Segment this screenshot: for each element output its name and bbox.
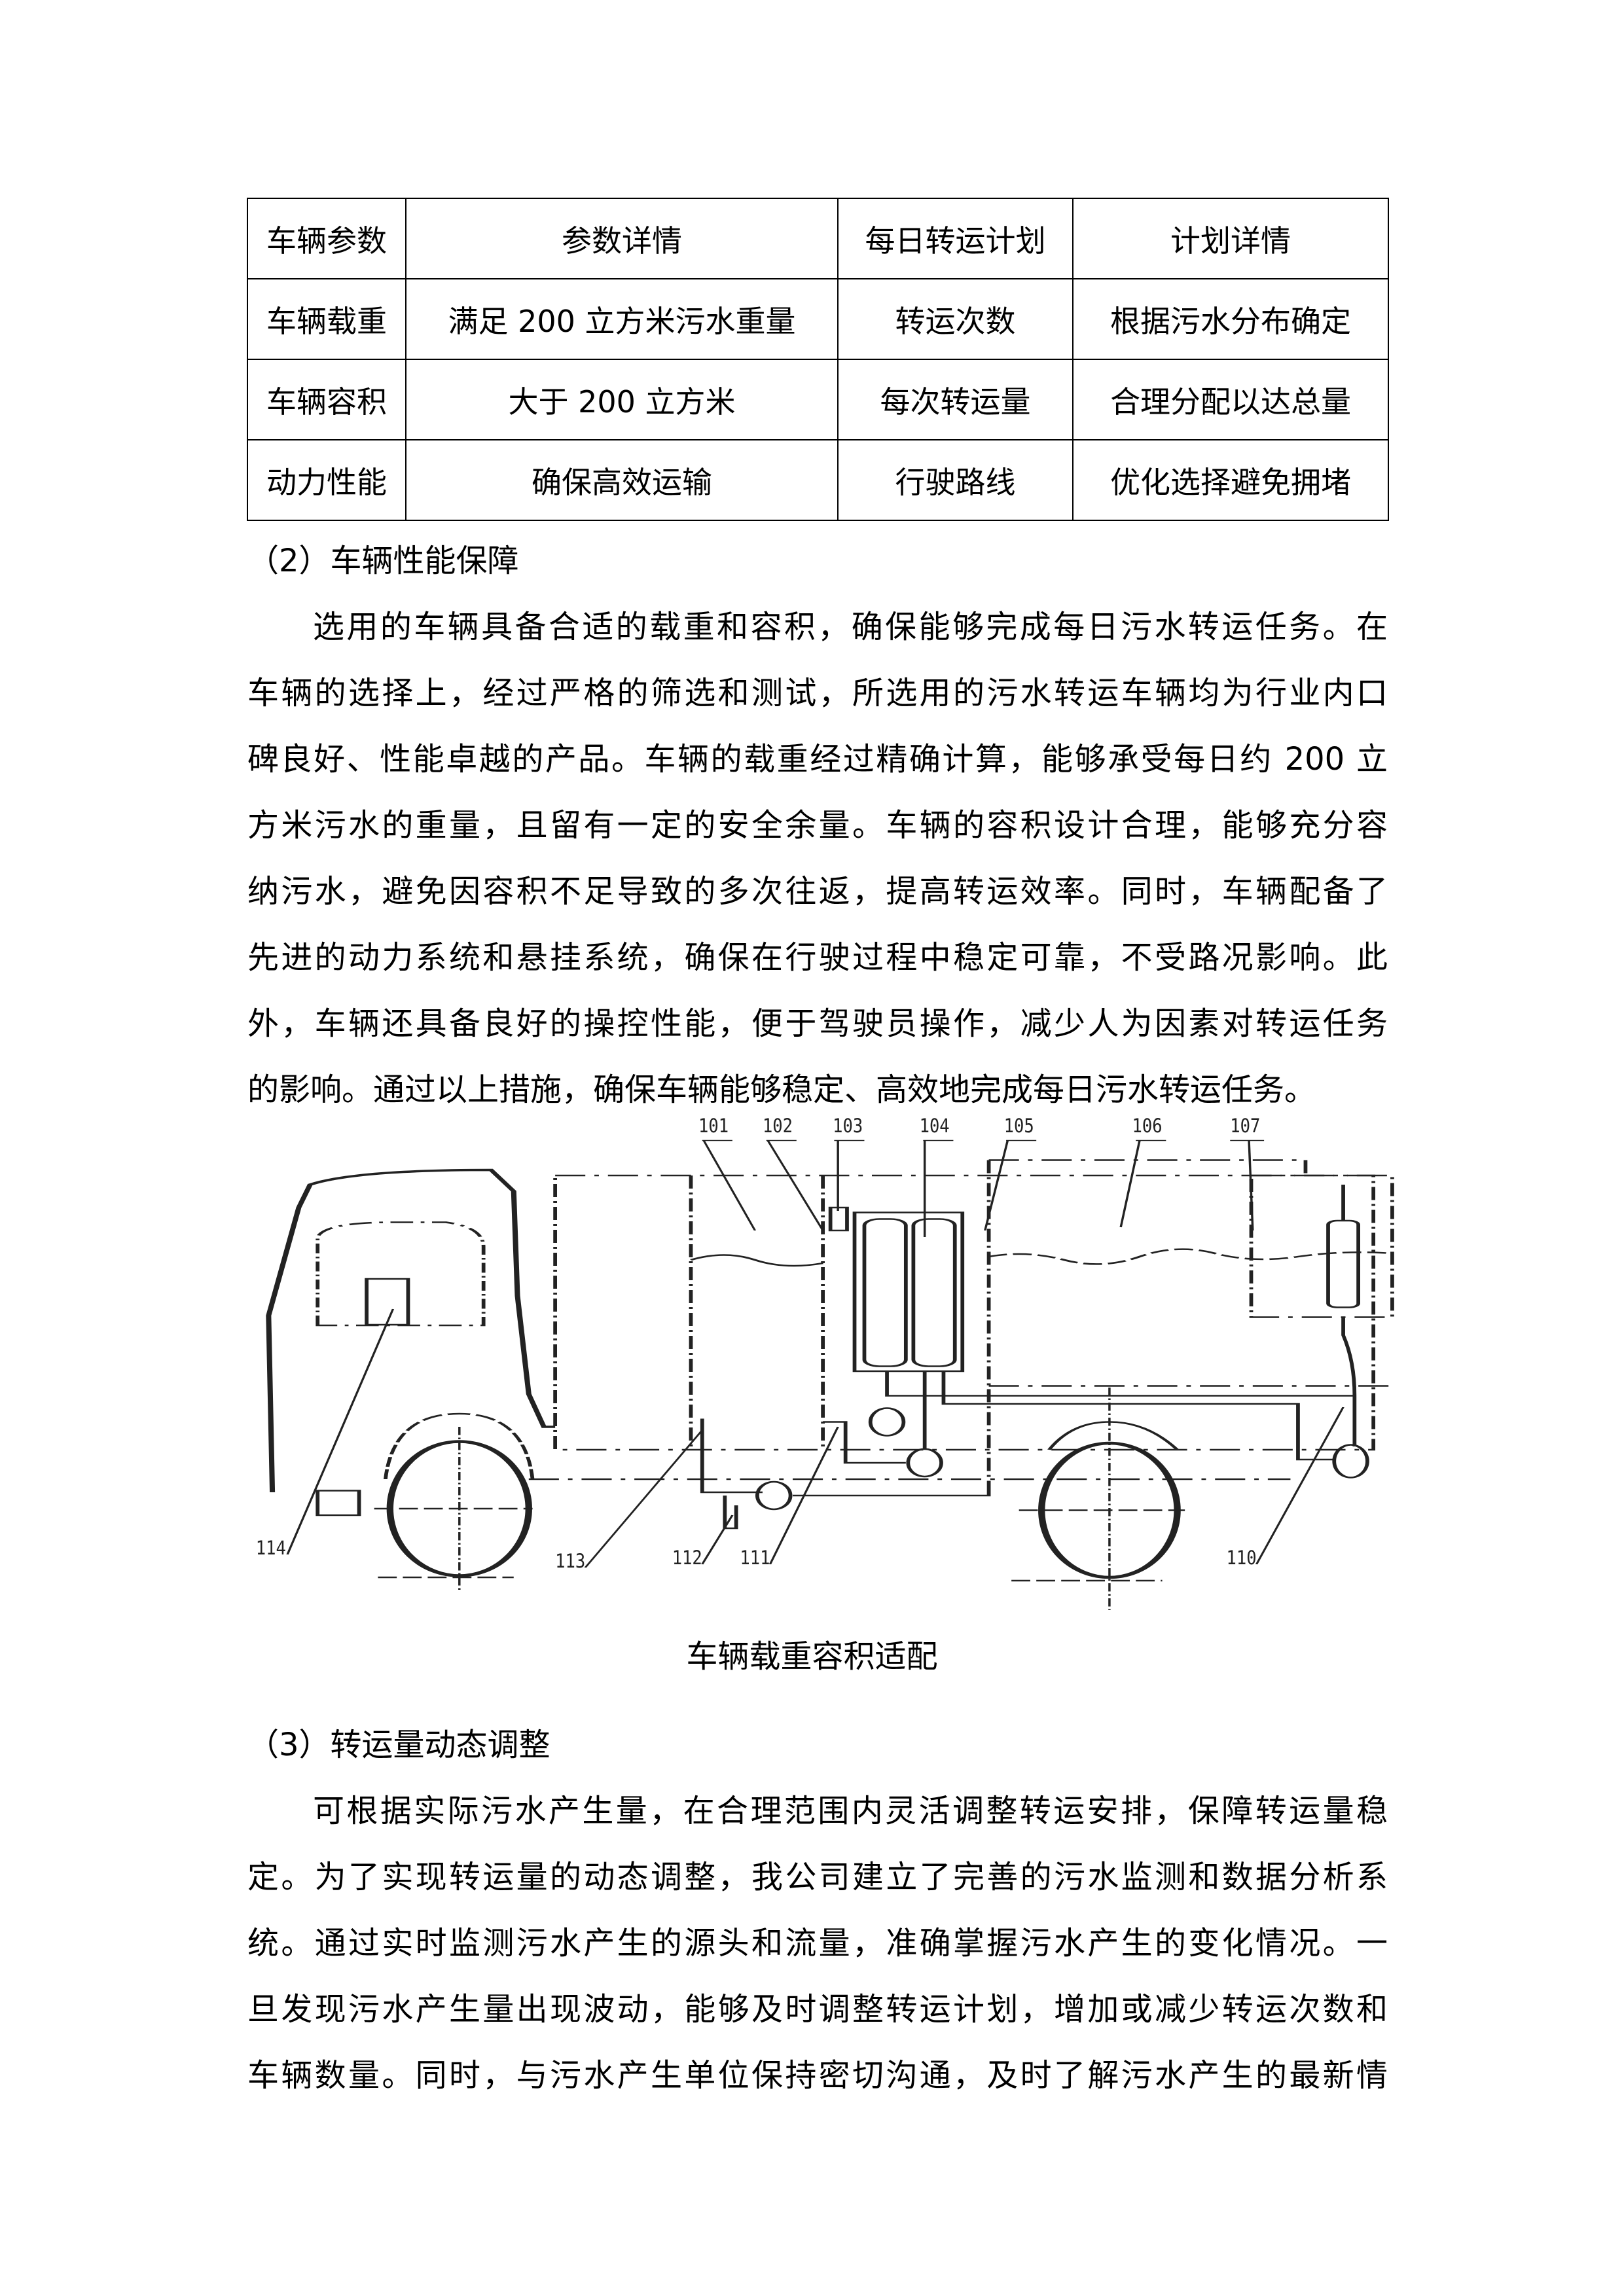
wheels: [374, 1388, 1185, 1610]
paragraph-line: 可根据实际污水产生量，在合理范围内灵活调整转运安排，保障转运量稳: [313, 1793, 1388, 1829]
leader-lines: [286, 1139, 1344, 1568]
liquid-level: [689, 1248, 1393, 1267]
part-label-104: 104: [920, 1115, 950, 1138]
table-cell: 确保高效运输: [405, 439, 839, 521]
table-cell: 动力性能: [247, 439, 406, 521]
part-label-102: 102: [763, 1115, 793, 1138]
table-header-row: 车辆参数 参数详情 每日转运计划 计划详情: [247, 198, 1389, 279]
paragraph-line: 碑良好、性能卓越的产品。车辆的载重经过精确计算，能够承受每日约 200 立: [247, 741, 1388, 778]
filter-cylinders: [828, 1185, 1360, 1372]
table-cell: 优化选择避免拥堵: [1072, 439, 1389, 521]
part-label-113: 113: [555, 1551, 585, 1573]
part-label-114: 114: [256, 1537, 286, 1560]
vehicle-parameter-table: 车辆参数 参数详情 每日转运计划 计划详情 车辆载重 满足 200 立方米污水重…: [247, 198, 1389, 521]
table-header-cell: 参数详情: [405, 198, 839, 279]
paragraph-line: 车辆数量。同时，与污水产生单位保持密切沟通，及时了解污水产生的最新情: [247, 2057, 1388, 2094]
part-label-110: 110: [1226, 1547, 1256, 1570]
table-cell: 转运次数: [837, 278, 1074, 360]
table-cell: 车辆载重: [247, 278, 406, 360]
paragraph-line: 纳污水，避免因容积不足导致的多次往返，提高转运效率。同时，车辆配备了: [247, 873, 1388, 910]
table-cell: 行驶路线: [837, 439, 1074, 521]
truck-diagram: 101 102 103 104 105 106 107 110 111 112 …: [242, 1100, 1407, 1610]
part-label-106: 106: [1132, 1115, 1162, 1138]
paragraph-line: 先进的动力系统和悬挂系统，确保在行驶过程中稳定可靠，不受路况影响。此: [247, 939, 1388, 976]
table-cell: 合理分配以达总量: [1072, 359, 1389, 440]
table-row: 动力性能 确保高效运输 行驶路线 优化选择避免拥堵: [247, 439, 1389, 521]
part-label-103: 103: [833, 1115, 863, 1138]
pumps: [755, 1407, 1369, 1511]
paragraph-line: 旦发现污水产生量出现波动，能够及时调整转运计划，增加或减少转运次数和: [247, 1991, 1388, 2028]
table-cell: 根据污水分布确定: [1072, 278, 1389, 360]
truck-cab: [266, 1168, 556, 1516]
table-row: 车辆容积 大于 200 立方米 每次转运量 合理分配以达总量: [247, 359, 1389, 440]
part-labels: 101 102 103 104 105 106 107 110 111 112 …: [256, 1115, 1261, 1573]
table-header-cell: 车辆参数: [247, 198, 406, 279]
pipes: [700, 1317, 1357, 1530]
section-3: （3）转运量动态调整 可根据实际污水产生量，在合理范围内灵活调整转运安排，保障转…: [247, 1712, 1388, 2109]
part-label-111: 111: [740, 1547, 770, 1570]
section-2: （2）车辆性能保障 选用的车辆具备合适的载重和容积，确保能够完成每日污水转运任务…: [247, 528, 1388, 1123]
part-label-107: 107: [1230, 1115, 1260, 1138]
paragraph-line: 统。通过实时监测污水产生的源头和流量，准确掌握污水产生的变化情况。一: [247, 1925, 1388, 1962]
paragraph-line: 车辆的选择上，经过严格的筛选和测试，所选用的污水转运车辆均为行业内口: [247, 675, 1388, 711]
table-cell: 大于 200 立方米: [405, 359, 839, 440]
part-label-105: 105: [1004, 1115, 1034, 1138]
table-cell: 满足 200 立方米污水重量: [405, 278, 839, 360]
table-row: 车辆载重 满足 200 立方米污水重量 转运次数 根据污水分布确定: [247, 278, 1389, 360]
table-header-cell: 每日转运计划: [837, 198, 1074, 279]
figure-caption: 车辆载重容积适配: [686, 1638, 938, 1675]
paragraph-line: 定。为了实现转运量的动态调整，我公司建立了完善的污水监测和数据分析系: [247, 1859, 1388, 1895]
paragraph-line: 方米污水的重量，且留有一定的安全余量。车辆的容积设计合理，能够充分容: [247, 807, 1388, 844]
part-label-112: 112: [672, 1547, 702, 1570]
part-label-101: 101: [698, 1115, 729, 1138]
table-cell: 每次转运量: [837, 359, 1074, 440]
section-heading: （2）车辆性能保障: [247, 543, 519, 579]
paragraph-line: 的影响。通过以上措施，确保车辆能够稳定、高效地完成每日污水转运任务。: [247, 1071, 1316, 1108]
table-header-cell: 计划详情: [1072, 198, 1389, 279]
paragraph-line: 选用的车辆具备合适的载重和容积，确保能够完成每日污水转运任务。在: [313, 609, 1388, 645]
paragraph-line: 外，车辆还具备良好的操控性能，便于驾驶员操作，减少人为因素对转运任务: [247, 1005, 1388, 1042]
section-heading: （3）转运量动态调整: [247, 1727, 550, 1763]
table-cell: 车辆容积: [247, 359, 406, 440]
